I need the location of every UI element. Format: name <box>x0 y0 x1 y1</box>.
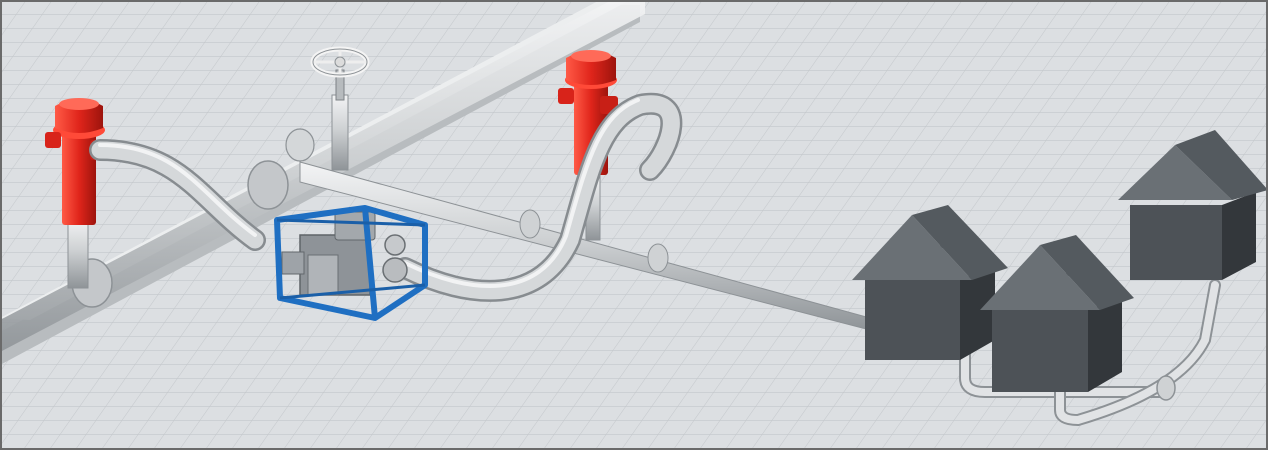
water-supply-diagram <box>0 0 1268 450</box>
